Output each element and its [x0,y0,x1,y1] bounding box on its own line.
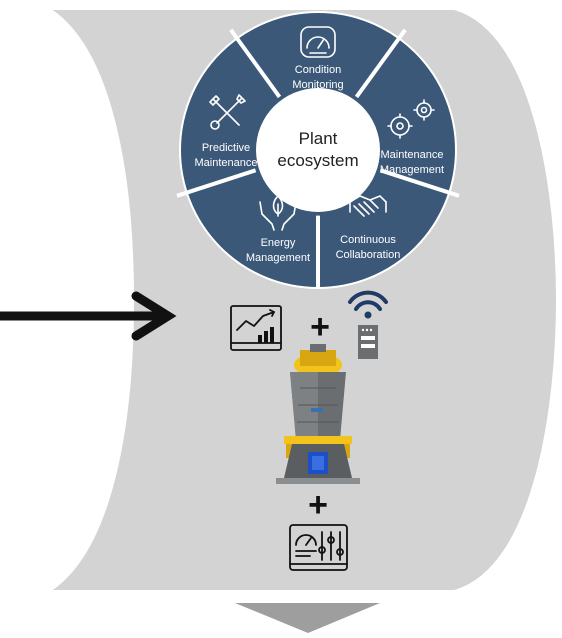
segment-label-line1: Condition [295,64,341,76]
center-title-line2: ecosystem [277,151,358,170]
segment-label-line2: Management [246,252,310,264]
vertical-mill-image [276,344,360,484]
segment-continuous-collaboration: Continuous Collaboration [336,195,401,261]
segment-label-line2: Maintenance [195,157,258,169]
segment-label-line1: Predictive [202,142,250,154]
analytics-dashboard-icon [230,305,282,351]
input-arrow [0,291,177,341]
segment-condition-monitoring: Condition Monitoring [292,26,344,91]
center-hub: Plant ecosystem [256,88,380,212]
server-icon [358,325,378,359]
segment-maintenance-management: Maintenance Management [380,99,444,176]
wifi-icon [348,290,388,319]
wrench-screwdriver-icon [209,94,246,130]
output-arrow [235,603,380,633]
gears-icon [387,99,435,139]
hands-leaf-icon [259,195,297,231]
segment-label-line2: Collaboration [336,249,401,261]
plus-sign-top: + [310,308,330,346]
control-panel-icon [289,524,348,571]
handshake-icon [349,195,387,217]
gauge-icon [300,26,336,58]
segment-label-line2: Monitoring [292,79,343,91]
segment-label-line2: Management [380,164,444,176]
plus-sign-bottom: + [308,486,328,524]
center-title-line1: Plant [299,129,338,148]
wifi-server-icon [348,290,388,359]
segment-label-line1: Maintenance [381,149,444,161]
segment-predictive-maintenance: Predictive Maintenance [195,94,258,169]
segment-label-line1: Continuous [340,234,396,246]
segment-label-line1: Energy [261,237,296,249]
ecosystem-wheel: Plant ecosystem Condition Monitoring [176,11,460,289]
segment-energy-management: Energy Management [246,195,310,264]
